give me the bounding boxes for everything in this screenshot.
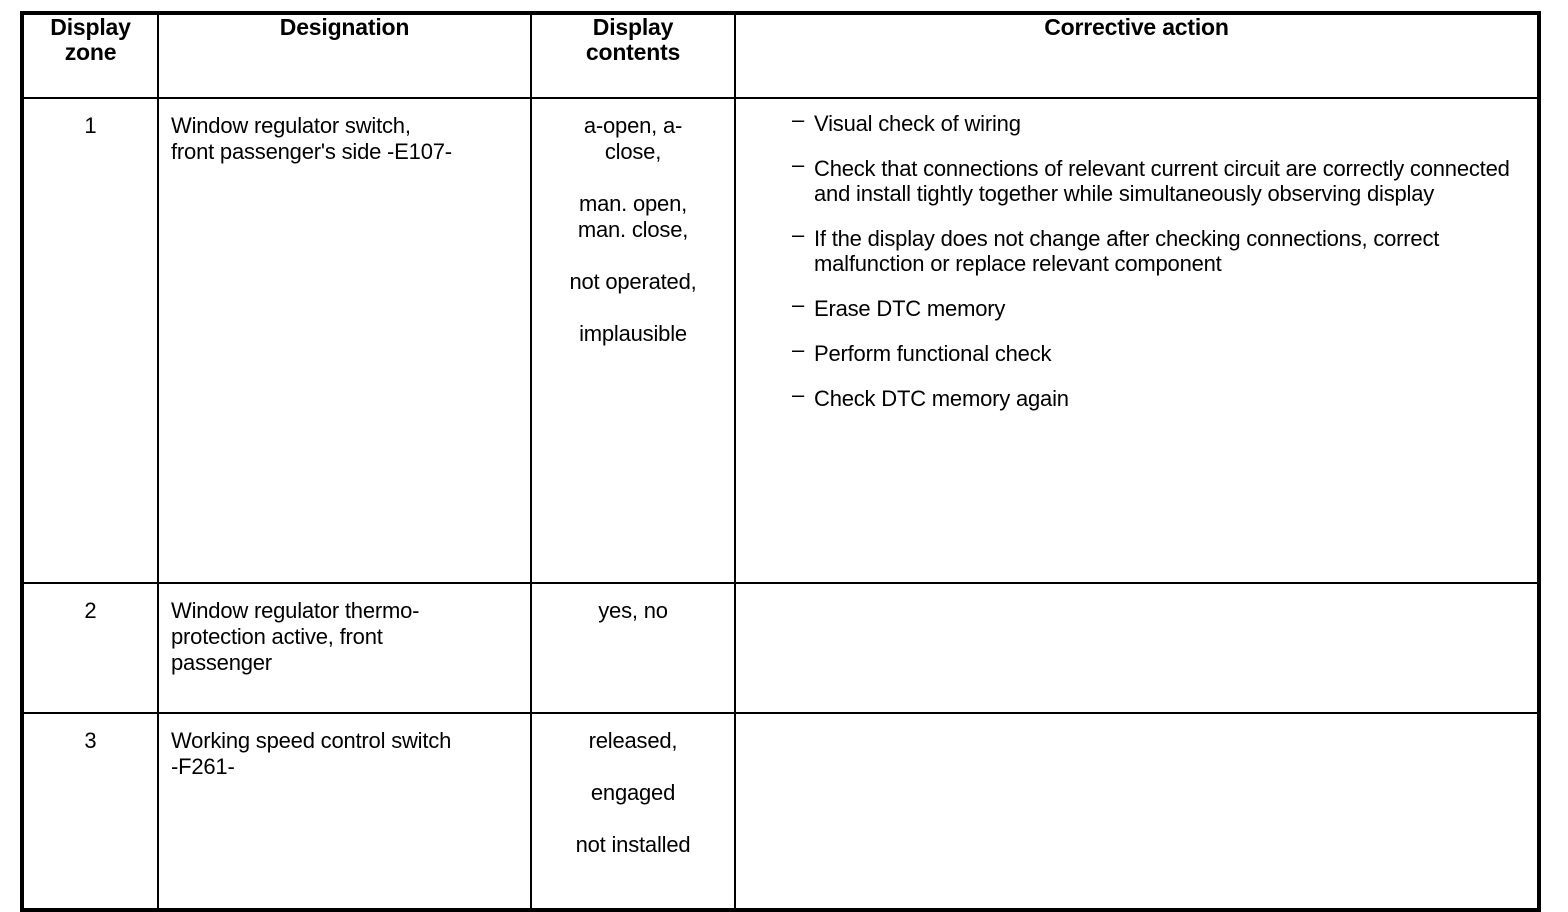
table-row: 1 Window regulator switch, front passeng… [21,97,1540,584]
corrective-action-text: If the display does not change after che… [814,226,1440,276]
table-row: 3 Working speed control switch -F261- re… [21,712,1540,911]
column-header-corrective-action: Corrective action [734,12,1540,99]
display-contents-line: implausible [579,321,687,346]
column-header-corrective-action-line1: Corrective action [1044,14,1229,40]
cell-corrective-action [734,712,1540,911]
column-header-designation-line1: Designation [279,14,410,40]
header-row: Display zone Designation Display content… [21,12,1540,99]
display-contents-line: man. open, [578,191,688,216]
corrective-action-text: Check DTC memory again [814,386,1069,411]
diagnostic-display-table: Display zone Designation Display content… [20,11,1541,912]
cell-designation: Working speed control switch -F261- [157,712,532,911]
list-item: – Erase DTC memory [792,292,1527,321]
cell-designation: Window regulator thermo- protection acti… [157,582,532,714]
designation-line: passenger [171,650,272,675]
list-item: – Visual check of wiring [792,107,1527,136]
list-item: – Check that connections of relevant cur… [792,152,1527,206]
corrective-action-text: Visual check of wiring [814,111,1021,136]
cell-display-zone: 1 [21,97,159,584]
cell-display-zone: 3 [21,712,159,911]
bullet-dash-icon: – [792,337,805,362]
cell-designation: Window regulator switch, front passenger… [157,97,532,584]
corrective-action-text: Check that connections of relevant curre… [814,156,1510,206]
column-header-display-contents: Display contents [530,12,736,99]
cell-corrective-action [734,582,1540,714]
bullet-dash-icon: – [792,107,805,132]
spacer [540,806,726,832]
column-header-display-zone-line1: Display [50,14,131,40]
bullet-dash-icon: – [792,382,805,407]
cell-display-contents: a-open, a- close, man. open, man. close,… [530,97,736,584]
document-page: Display zone Designation Display content… [20,11,1541,912]
corrective-action-text: Perform functional check [814,341,1052,366]
display-contents-line: not operated, [569,269,697,294]
column-header-display-contents-line2: contents [585,39,681,65]
designation-line: front passenger's side -E107- [171,139,452,164]
display-contents-line: engaged [590,780,676,805]
column-header-designation: Designation [157,12,532,99]
cell-corrective-action: – Visual check of wiring – Check that co… [734,97,1540,584]
designation-line: -F261- [171,754,235,779]
bullet-dash-icon: – [792,152,805,177]
designation-line: protection active, front [171,624,383,649]
list-item: – Check DTC memory again [792,382,1527,411]
corrective-action-list: – Visual check of wiring – Check that co… [792,107,1527,411]
designation-line: Window regulator thermo- [171,598,420,623]
list-item: – Perform functional check [792,337,1527,366]
display-contents-line: man. close, [577,217,689,242]
list-item: – If the display does not change after c… [792,222,1527,276]
bullet-dash-icon: – [792,222,805,247]
spacer [540,295,726,321]
display-contents-line: close, [604,139,662,164]
designation-line: Working speed control switch [171,728,452,753]
corrective-action-text: Erase DTC memory [814,296,1006,321]
spacer [540,754,726,780]
column-header-display-contents-line1: Display [592,14,674,40]
spacer [540,165,726,191]
display-contents-line: released, [588,728,678,753]
table-header: Display zone Designation Display content… [21,12,1540,99]
table-row: 2 Window regulator thermo- protection ac… [21,582,1540,714]
cell-display-zone: 2 [21,582,159,714]
display-contents-line: not installed [575,832,691,857]
column-header-display-zone-line2: zone [64,39,117,65]
cell-display-contents: yes, no [530,582,736,714]
display-contents-line: yes, no [598,598,668,623]
spacer [540,243,726,269]
cell-display-contents: released, engaged not installed [530,712,736,911]
bullet-dash-icon: – [792,292,805,317]
table-body: 1 Window regulator switch, front passeng… [21,97,1540,911]
column-header-display-zone: Display zone [21,12,159,99]
display-contents-line: a-open, a- [583,113,683,138]
designation-line: Window regulator switch, [171,113,411,138]
